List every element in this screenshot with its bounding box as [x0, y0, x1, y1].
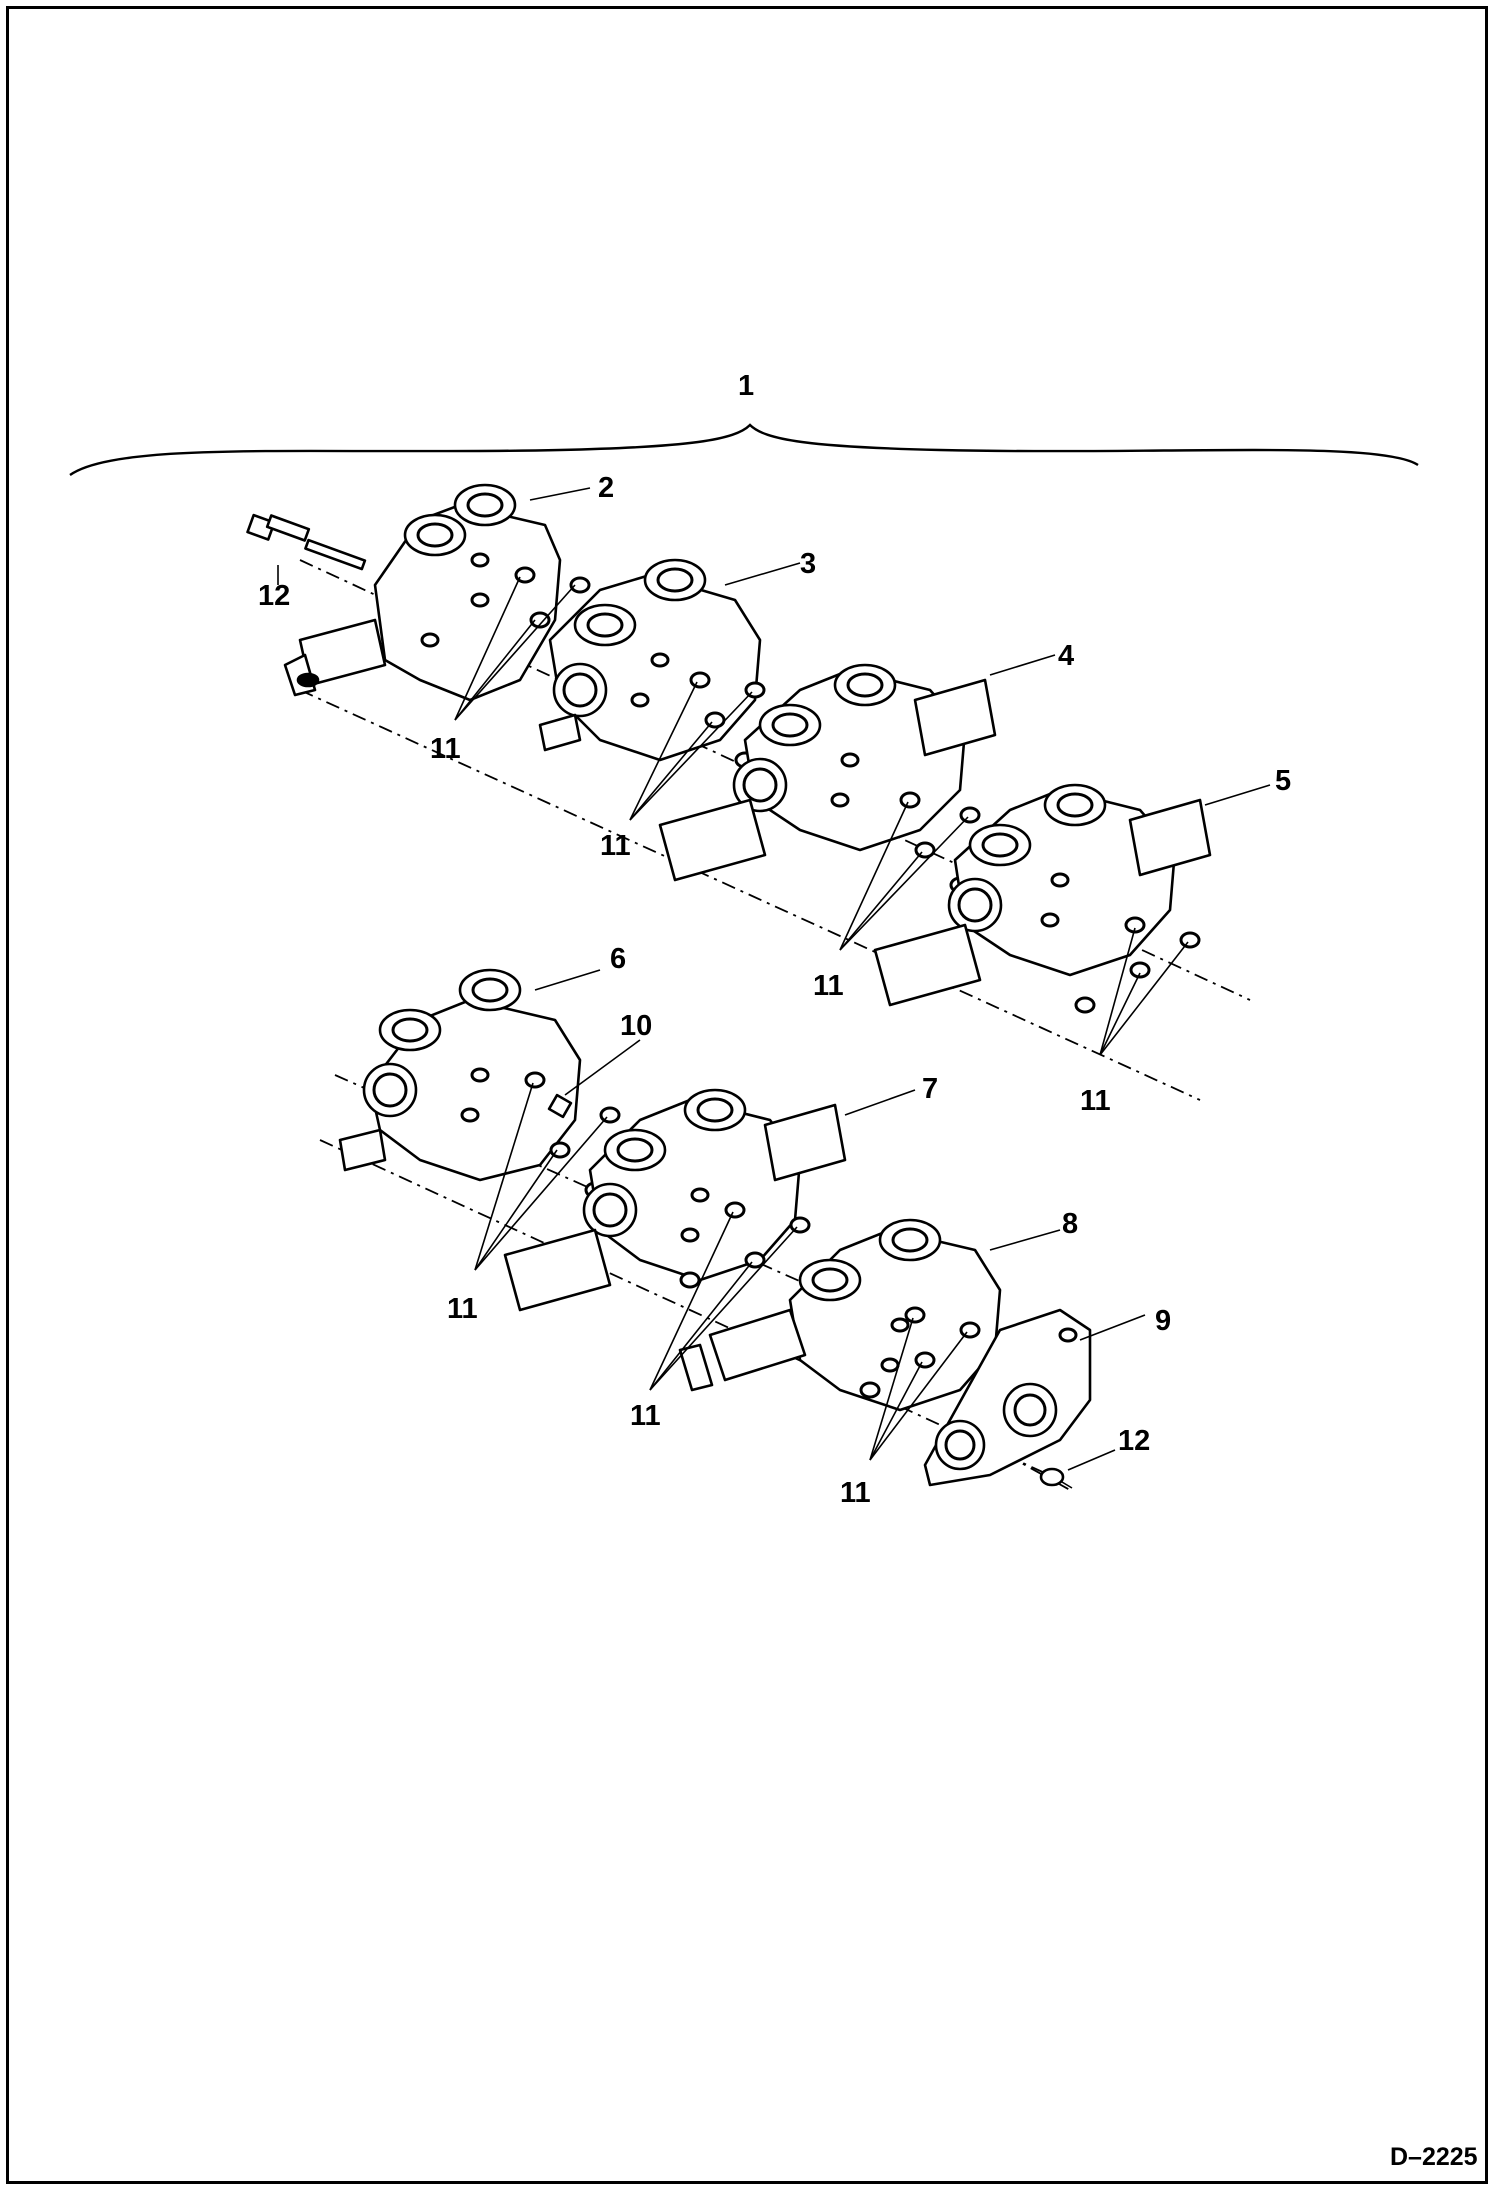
callout-11: 11 — [813, 970, 844, 1002]
callout-6: 6 — [610, 943, 626, 975]
valve-section-3 — [538, 558, 762, 762]
valve-section-6 — [338, 968, 582, 1182]
tie-bolt-nut — [1039, 1467, 1073, 1489]
callout-12: 12 — [1118, 1425, 1150, 1457]
callout-4: 4 — [1058, 640, 1074, 672]
valve-section-4 — [658, 663, 997, 882]
valve-section-7 — [503, 1088, 847, 1312]
callout-12: 12 — [258, 580, 290, 612]
figure-id: D–2225 — [1390, 2143, 1478, 2171]
valve-section-9 — [923, 1308, 1092, 1487]
callout-1: 1 — [738, 370, 754, 402]
callout-11: 11 — [430, 733, 461, 765]
callout-11: 11 — [840, 1477, 871, 1509]
callout-8: 8 — [1062, 1208, 1078, 1240]
callout-11: 11 — [600, 830, 631, 862]
callout-11: 11 — [1080, 1085, 1111, 1117]
valve-section-5 — [873, 783, 1212, 1007]
callout-11: 11 — [630, 1400, 661, 1432]
valve-section-2 — [283, 483, 562, 702]
callout-11: 11 — [447, 1293, 478, 1325]
callout-2: 2 — [598, 472, 614, 504]
callout-3: 3 — [800, 548, 816, 580]
page-frame — [6, 6, 1488, 2184]
callout-5: 5 — [1275, 765, 1291, 797]
callout-7: 7 — [922, 1073, 938, 1105]
upper-valve-stack — [246, 483, 1271, 1101]
callout-10: 10 — [620, 1010, 652, 1042]
valve-section-8 — [678, 1218, 1002, 1412]
lower-valve-stack — [319, 968, 1146, 1491]
tie-bolt — [246, 513, 367, 571]
callout-9: 9 — [1155, 1305, 1171, 1337]
assembly-brace — [69, 423, 1419, 476]
